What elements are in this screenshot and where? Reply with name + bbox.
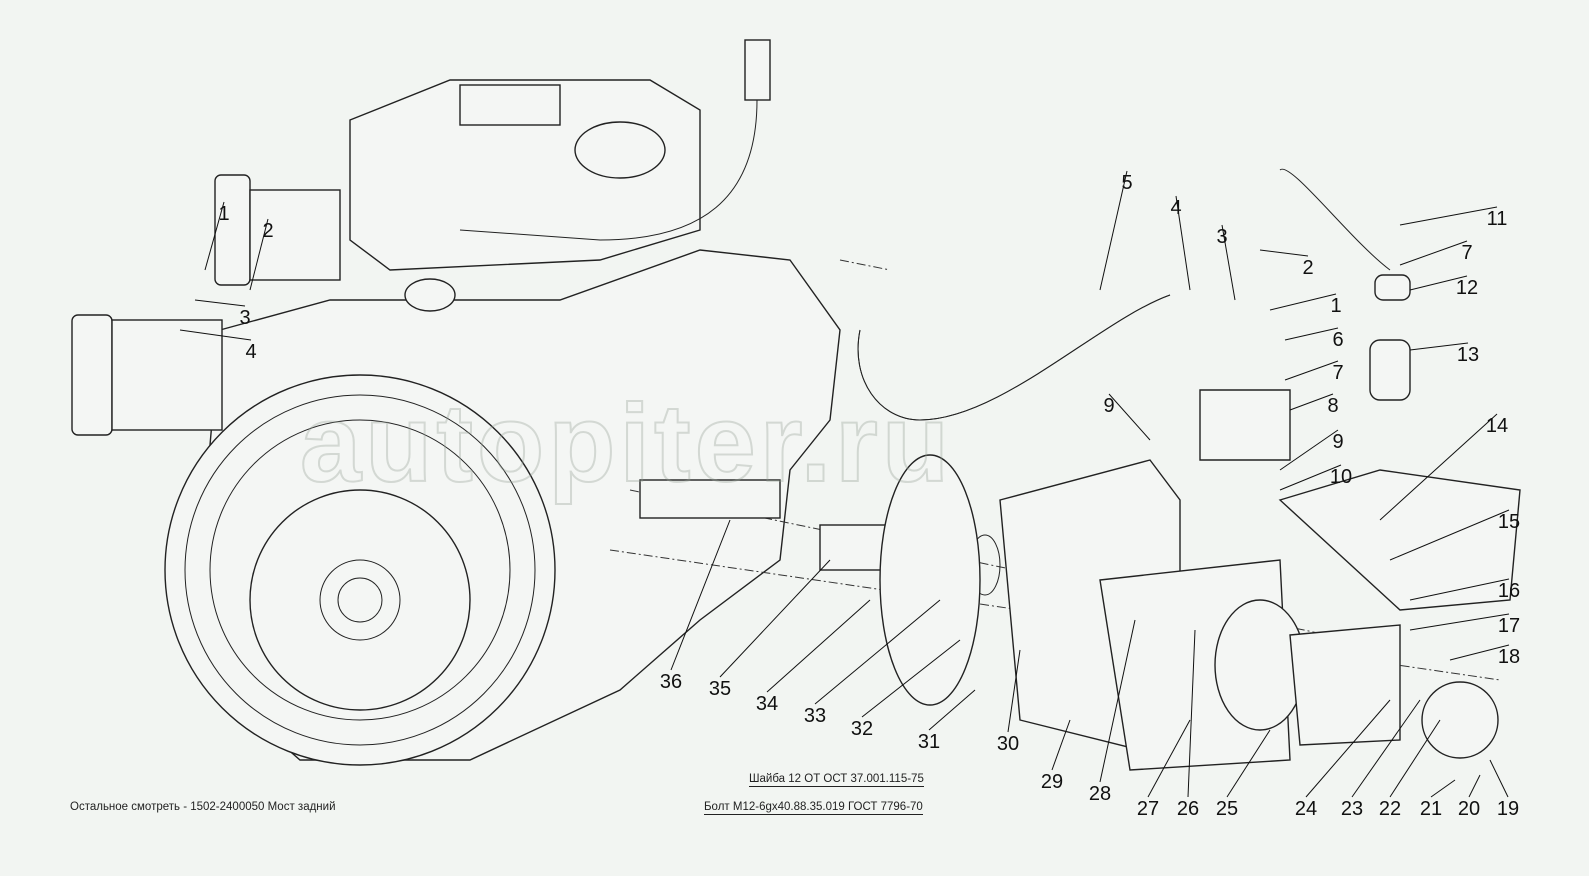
callout-24: 24: [1295, 798, 1317, 820]
callout-36: 36: [660, 671, 682, 693]
callout-15: 15: [1498, 511, 1520, 533]
leader-line: [1409, 275, 1468, 291]
callout-7: 7: [1332, 362, 1343, 384]
callout-4: 4: [245, 341, 256, 363]
leader-line: [1284, 327, 1339, 341]
callout-26: 26: [1177, 798, 1199, 820]
leader-line: [1187, 629, 1196, 798]
callout-16: 16: [1498, 580, 1520, 602]
leader-line: [1175, 195, 1191, 291]
axle-housing: [164, 249, 841, 766]
leader-line: [1468, 774, 1481, 798]
leader-line: [1007, 649, 1021, 733]
top-valve-block: [349, 39, 771, 312]
leader-line: [766, 599, 871, 693]
callout-5: 5: [1121, 172, 1132, 194]
leader-line: [1305, 699, 1391, 798]
leader-line: [1099, 619, 1136, 783]
transfer-case: [857, 168, 1521, 771]
callout-9: 9: [1103, 395, 1114, 417]
callout-18: 18: [1498, 646, 1520, 668]
callout-30: 30: [997, 733, 1019, 755]
callout-3: 3: [239, 307, 250, 329]
leader-line: [1351, 699, 1421, 798]
leader-line: [1226, 729, 1271, 798]
leader-line: [1269, 293, 1337, 311]
bolt-note: Болт М12-6gx40.88.35.019 ГОСТ 7796-70: [704, 801, 923, 815]
leader-line: [1449, 644, 1510, 661]
callout-9: 9: [1332, 431, 1343, 453]
callout-21: 21: [1420, 798, 1442, 820]
callout-32: 32: [851, 718, 873, 740]
see-also-note: Остальное смотреть - 1502-2400050 Мост з…: [70, 801, 336, 813]
leader-line: [1108, 393, 1151, 441]
callout-11: 11: [1487, 208, 1508, 230]
callout-27: 27: [1137, 798, 1159, 820]
leader-line: [249, 218, 269, 291]
leader-line: [1379, 413, 1498, 521]
callout-20: 20: [1458, 798, 1480, 820]
callout-2: 2: [1302, 257, 1313, 279]
callout-1: 1: [218, 203, 229, 225]
leader-line: [1259, 249, 1309, 257]
leader-line: [814, 599, 941, 705]
callout-22: 22: [1379, 798, 1401, 820]
callout-4: 4: [1170, 197, 1181, 219]
leader-line: [1389, 719, 1441, 798]
left-flanges: [71, 174, 341, 436]
callout-31: 31: [918, 731, 940, 753]
leader-line: [1409, 578, 1510, 601]
leader-line: [204, 201, 225, 271]
leader-line: [719, 559, 831, 678]
leader-line: [1279, 429, 1339, 471]
callout-6: 6: [1332, 329, 1343, 351]
leader-line: [1489, 759, 1509, 798]
callout-25: 25: [1216, 798, 1238, 820]
leader-line: [179, 329, 252, 341]
leader-line: [670, 519, 731, 671]
leader-line: [1409, 613, 1510, 631]
leader-line: [1289, 393, 1334, 411]
leader-line: [1389, 509, 1510, 561]
callout-14: 14: [1486, 415, 1508, 437]
leader-line: [928, 689, 976, 731]
callout-33: 33: [804, 705, 826, 727]
leader-line: [1147, 719, 1191, 798]
callout-17: 17: [1498, 615, 1520, 637]
callout-35: 35: [709, 678, 731, 700]
callout-1: 1: [1330, 295, 1341, 317]
leader-line: [1221, 224, 1236, 301]
callout-2: 2: [262, 220, 273, 242]
callout-23: 23: [1341, 798, 1363, 820]
leader-line: [1099, 170, 1128, 291]
callout-3: 3: [1216, 226, 1227, 248]
shaft-and-bearings: [609, 259, 1501, 706]
callout-7: 7: [1461, 242, 1472, 264]
callout-12: 12: [1456, 277, 1478, 299]
leader-line: [1051, 719, 1071, 771]
leader-line: [194, 299, 246, 307]
leader-line: [1399, 206, 1498, 226]
watermark: autopiter.ru: [299, 381, 954, 506]
leader-line: [1430, 779, 1456, 798]
callout-29: 29: [1041, 771, 1063, 793]
callout-34: 34: [756, 693, 778, 715]
callout-19: 19: [1497, 798, 1519, 820]
leader-line: [861, 639, 961, 718]
callout-13: 13: [1457, 344, 1479, 366]
leader-line: [1399, 240, 1468, 266]
leader-line: [1409, 342, 1469, 351]
callout-10: 10: [1330, 466, 1352, 488]
callout-8: 8: [1327, 395, 1338, 417]
callout-28: 28: [1089, 783, 1111, 805]
leader-line: [1279, 464, 1342, 491]
washer-note: Шайба 12 ОТ ОСТ 37.001.115-75: [749, 773, 924, 787]
leader-line: [1284, 360, 1339, 381]
